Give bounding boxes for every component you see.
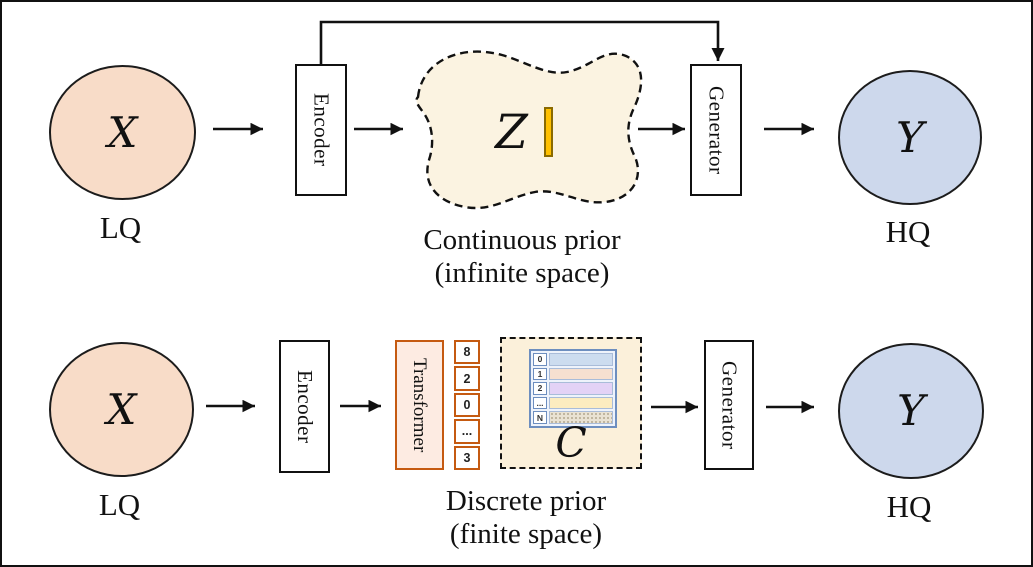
token-cell: 2 (454, 366, 480, 391)
encoder-box-bottom: Encoder (279, 340, 330, 473)
codebook-entry-bar (549, 382, 613, 395)
token-index-column: 8 2 0 ... 3 (454, 340, 480, 471)
hq-circle-top: Y (838, 70, 982, 205)
hq-label-bottom: HQ (886, 489, 932, 524)
codebook-entry-bar (549, 367, 613, 381)
script-x-symbol-bottom: X (106, 384, 137, 434)
codebook-entry-bar (549, 396, 613, 410)
codebook-table: 0 1 2 ... N (529, 349, 617, 428)
encoder-box-top: Encoder (295, 64, 347, 196)
encoder-label-top: Encoder (309, 93, 334, 167)
codebook-index: N (533, 411, 547, 424)
discrete-prior-caption-line2: (finite space) (449, 518, 603, 551)
lq-label-top: LQ (99, 210, 142, 245)
script-y-symbol-bottom: Y (897, 386, 925, 435)
codebook-row: N (533, 411, 613, 424)
token-cell: ... (454, 419, 480, 444)
continuous-prior-caption: Continuous prior (infinite space) (381, 224, 663, 290)
continuous-prior-caption-line2: (infinite space) (434, 257, 610, 290)
discrete-prior-caption-line1: Discrete prior (445, 485, 607, 517)
script-x-symbol-top: X (107, 107, 138, 157)
encoder-label-bottom: Encoder (293, 369, 317, 444)
generator-label-bottom: Generator (717, 360, 742, 450)
token-cell: 3 (454, 445, 480, 471)
codebook-entry-bar (549, 411, 613, 424)
codebook-entry-bar (549, 353, 613, 366)
lq-circle-top: X (49, 65, 196, 200)
codebook-index: 0 (533, 353, 547, 366)
transformer-box: Transformer (395, 340, 444, 470)
script-c-symbol: C (555, 419, 587, 467)
continuous-prior-caption-line1: Continuous prior (423, 224, 621, 256)
script-z-symbol: Z (495, 104, 528, 160)
skip-connection-line (319, 20, 725, 64)
lq-circle-bottom: X (49, 342, 194, 477)
hq-label-top: HQ (885, 214, 931, 249)
codebook-row: 0 (533, 353, 613, 366)
codebook-row: 2 (533, 382, 613, 395)
codebook-index: 1 (533, 367, 547, 381)
codebook-index: 2 (533, 382, 547, 395)
continuous-prior-blob (415, 50, 643, 210)
lq-label-bottom: LQ (98, 487, 141, 522)
codebook-box: 0 1 2 ... N C (500, 337, 642, 469)
codebook-row: ... (533, 396, 613, 410)
hq-circle-bottom: Y (838, 343, 984, 479)
script-y-symbol-top: Y (896, 112, 924, 162)
generator-box-top: Generator (690, 64, 742, 196)
generator-label-top: Generator (704, 85, 729, 175)
discrete-prior-caption: Discrete prior (finite space) (385, 485, 667, 551)
latent-feature-bar (543, 107, 553, 157)
generator-box-bottom: Generator (704, 340, 754, 470)
codebook-index: ... (533, 396, 547, 410)
transformer-label: Transformer (409, 357, 430, 453)
token-cell: 8 (454, 340, 480, 365)
token-cell: 0 (454, 392, 480, 418)
latent-z-group: Z (464, 101, 584, 163)
codebook-row: 1 (533, 367, 613, 381)
